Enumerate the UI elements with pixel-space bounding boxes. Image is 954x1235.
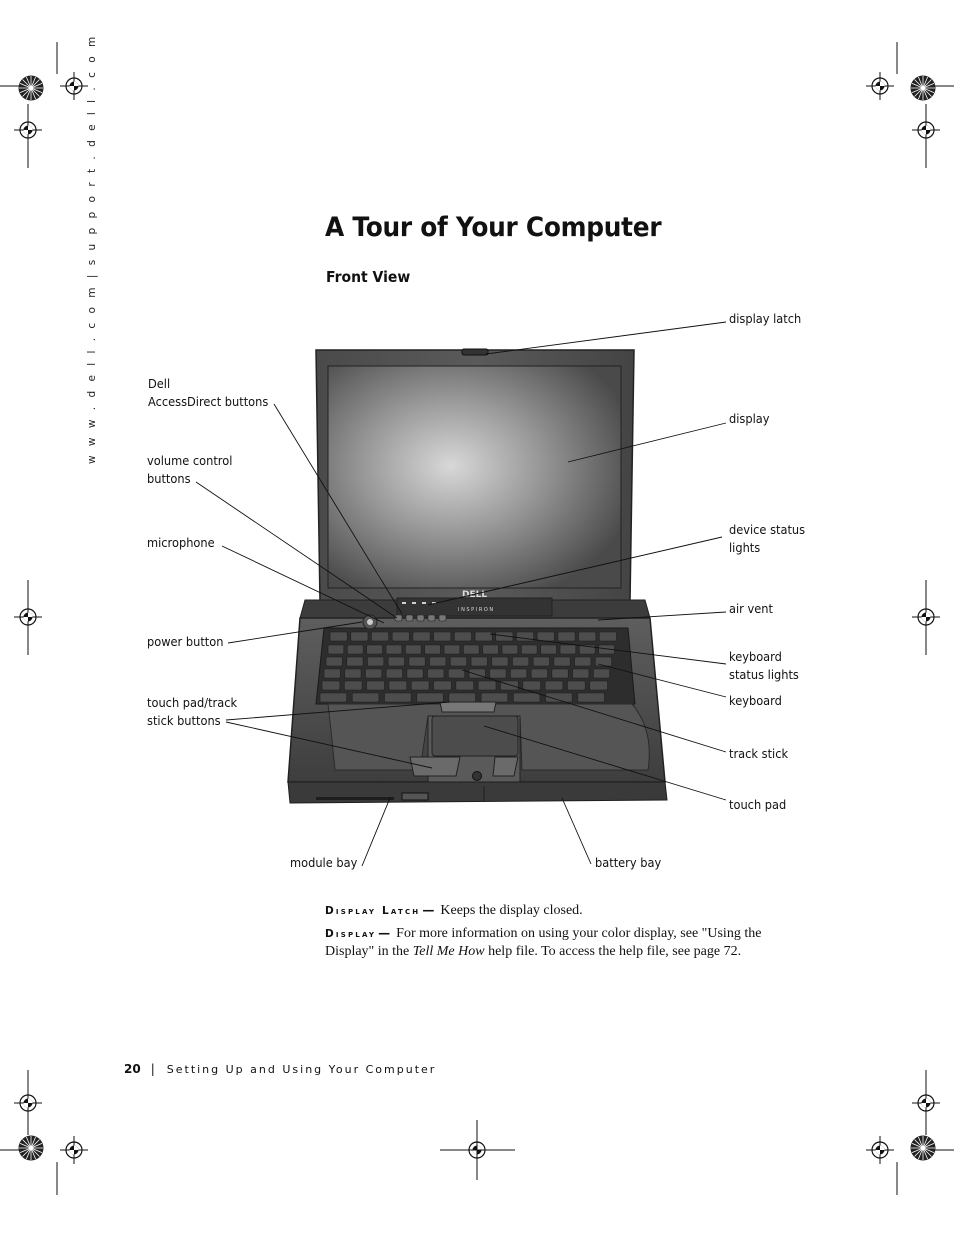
- callout-volume-control: volume control buttons: [147, 454, 233, 486]
- module-bay-slot: [316, 797, 394, 800]
- page-title: A Tour of Your Computer: [325, 212, 662, 243]
- base-logo: I N S P I R O N: [458, 607, 493, 613]
- chapter-title: Setting Up and Using Your Computer: [166, 1063, 437, 1076]
- term-display: Display: [325, 928, 377, 940]
- power-symbol: [367, 619, 373, 625]
- callout-battery-bay: battery bay: [595, 856, 662, 870]
- keyboard-keys: [319, 631, 617, 703]
- page-footer: 20 | Setting Up and Using Your Computer: [124, 1062, 436, 1076]
- module-bay-latch: [401, 792, 429, 801]
- callout-accessdirect: Dell AccessDirect buttons: [148, 377, 269, 409]
- callout-microphone: microphone: [147, 536, 215, 550]
- display-latch: [461, 348, 489, 356]
- callout-air-vent: air vent: [729, 602, 773, 616]
- callout-touch-pad: touch pad: [729, 798, 787, 812]
- footer-separator: |: [150, 1062, 155, 1076]
- callout-module-bay: module bay: [290, 856, 358, 870]
- left-button-shape: [409, 756, 461, 777]
- callout-display: display: [729, 412, 770, 426]
- callout-device-status: device status lights: [729, 523, 806, 555]
- bezel-logo: DELL: [462, 590, 487, 600]
- small-buttons: [394, 614, 447, 622]
- term-display-latch: Display Latch: [325, 905, 421, 917]
- track-stick-buttons-shape: [439, 701, 497, 713]
- page-number: 20: [124, 1062, 141, 1076]
- display-screen: [327, 365, 622, 589]
- callout-touchpad-buttons: touch pad/track stick buttons: [147, 696, 238, 728]
- right-button-shape: [492, 756, 519, 777]
- status-lights-shape: [402, 602, 436, 604]
- callout-power-button: power button: [147, 635, 224, 649]
- section-heading: Front View: [326, 268, 411, 286]
- callout-display-latch: display latch: [729, 312, 802, 326]
- callout-track-stick: track stick: [729, 747, 789, 761]
- callout-keyboard: keyboard: [729, 694, 782, 708]
- description-display: Display—For more information on using yo…: [325, 926, 762, 959]
- description-display-latch: Display Latch—Keeps the display closed.: [325, 903, 583, 918]
- callout-keyboard-status: keyboard status lights: [729, 650, 799, 682]
